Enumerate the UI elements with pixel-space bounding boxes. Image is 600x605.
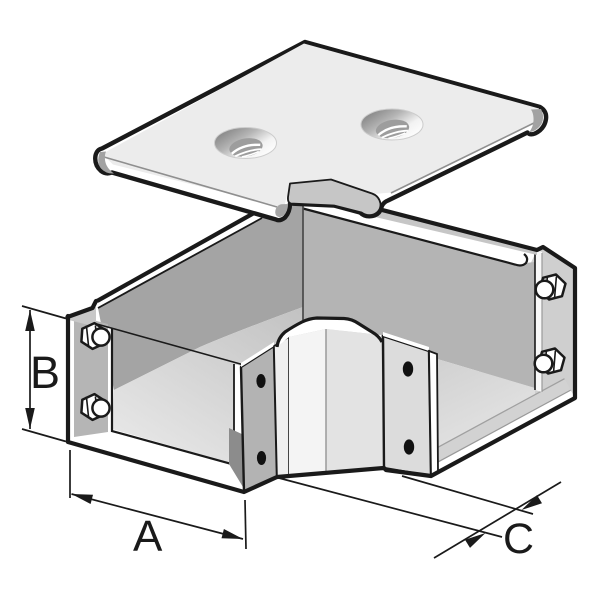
svg-text:A: A [133,512,163,561]
svg-text:C: C [503,515,534,563]
svg-text:B: B [30,347,60,398]
